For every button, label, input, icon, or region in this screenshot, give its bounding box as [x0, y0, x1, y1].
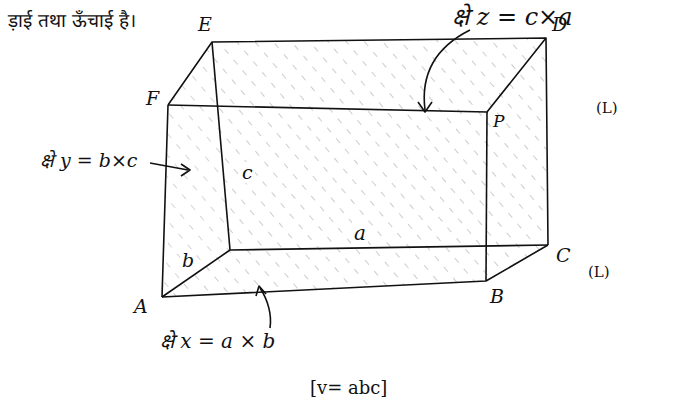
- dimension-letter: a: [352, 222, 368, 244]
- vertex-letter: B: [490, 286, 504, 307]
- vertex-letter: A: [134, 296, 148, 317]
- dimension-letter: c: [240, 162, 255, 183]
- vertex-letter: E: [198, 14, 212, 35]
- heading-text: ड़ाई तथा ऊँचाई है।: [8, 10, 136, 31]
- vertex-letter: F: [146, 88, 159, 109]
- vertex-letter: C: [556, 245, 571, 266]
- vertex-letter: P: [493, 112, 504, 131]
- volume-formula: [v= abc]: [310, 378, 387, 398]
- dimension-letter: b: [180, 250, 196, 271]
- face-area-label: क्षे y = b×c: [40, 150, 138, 171]
- side-note: (L): [588, 264, 610, 281]
- side-note: (L): [596, 100, 618, 117]
- face-area-label: क्षे x = a × b: [160, 330, 275, 352]
- vertex-letter: D: [552, 14, 567, 35]
